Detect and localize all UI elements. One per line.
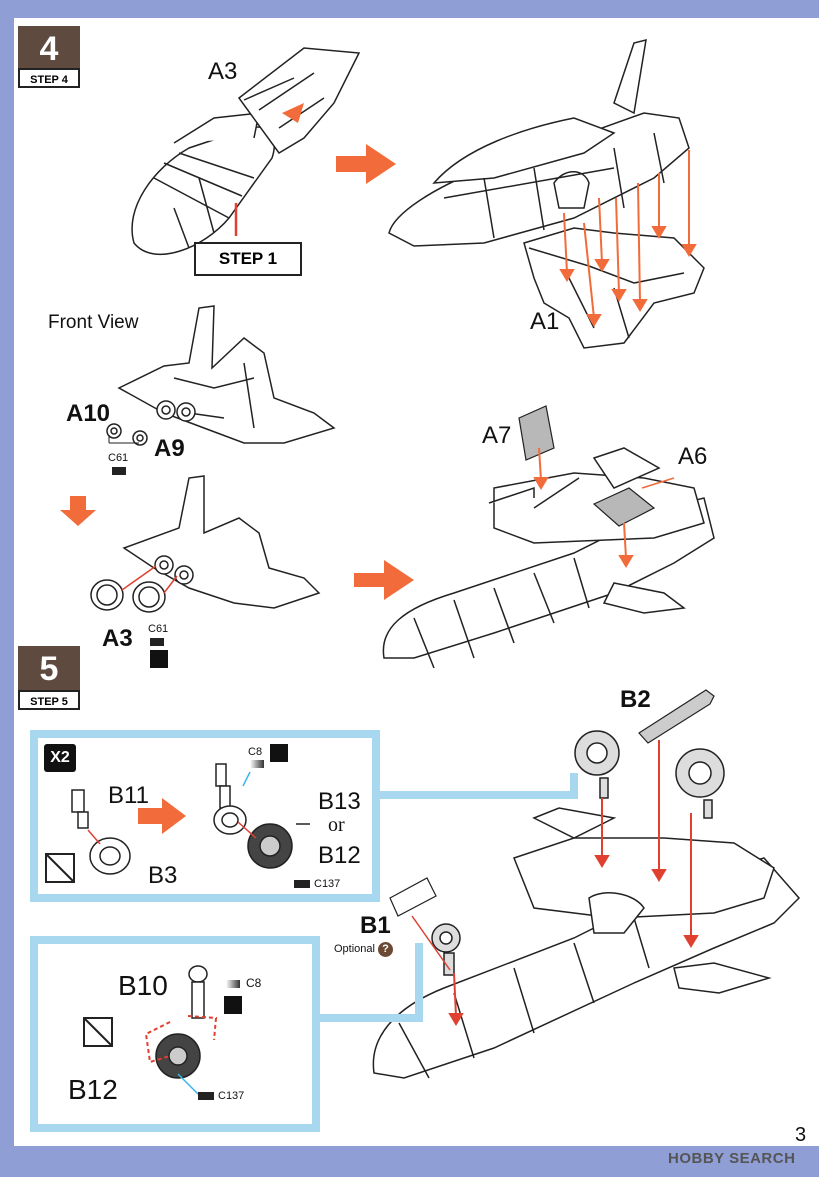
label-b2: B2 (620, 686, 651, 713)
front-view-label: Front View (48, 312, 139, 333)
part-b2 (638, 689, 715, 744)
a3-placement-arrow (282, 103, 304, 123)
optional-note: Optional? (334, 942, 393, 957)
paint-swatch-c61-top (112, 467, 126, 475)
step-1-reference: STEP 1 (194, 242, 302, 276)
paint-swatch-c8-top (250, 760, 264, 768)
engine-nozzle-drawing (90, 475, 321, 613)
label-c8-bottom: C8 (246, 976, 262, 990)
label-or: or (328, 814, 345, 836)
label-a6: A6 (678, 443, 708, 470)
step-4-tag: STEP 4 (18, 68, 80, 88)
nose-gear-subassembly-drawing (83, 965, 218, 1095)
quantity-x2: X2 (44, 744, 76, 772)
label-a1: A1 (530, 308, 560, 335)
callout-nose-gear: B10 C8 B12 C137 (30, 936, 320, 1132)
instruction-page: 4 STEP 4 (14, 18, 819, 1146)
paint-swatch-c137-bottom (198, 1092, 214, 1100)
paint-swatch-c8-bottom (226, 980, 240, 988)
label-c137-bottom: C137 (218, 1090, 245, 1102)
label-a10: A10 (66, 400, 111, 427)
step5-wheels-drawing (431, 730, 725, 976)
paint-brush-icon-c8 (270, 744, 288, 762)
label-a3-bottom: A3 (102, 625, 133, 652)
step-4-number: 4 (18, 26, 80, 72)
label-c61-top: C61 (108, 452, 129, 464)
label-b3: B3 (148, 862, 178, 889)
label-a7: A7 (482, 422, 512, 449)
label-c8-top: C8 (248, 746, 263, 758)
part-b1 (389, 877, 437, 917)
label-b12-top: B12 (318, 842, 361, 869)
assembly-arrow-1 (336, 144, 396, 184)
down-arrow (60, 496, 96, 526)
a1-placement-arrows (559, 150, 697, 327)
part-a6 (592, 487, 656, 527)
assembly-drawings (60, 38, 801, 1079)
paint-swatch-c137-top (294, 880, 310, 888)
step4-aircraft-top-drawing (388, 38, 705, 349)
label-c137-top: C137 (314, 878, 341, 890)
help-icon: ? (377, 942, 393, 957)
paint-swatch-c61-bottom (150, 638, 164, 646)
step5-aircraft-drawing (372, 807, 801, 1079)
label-a9: A9 (154, 435, 185, 462)
front-view-drawing (106, 305, 336, 446)
label-c61-bottom: C61 (148, 623, 169, 635)
paint-brush-icon (150, 650, 168, 668)
label-b12-bottom: B12 (68, 1074, 118, 1105)
watermark: HOBBY SEARCH (668, 1150, 796, 1167)
label-b13: B13 (318, 788, 361, 815)
step-5-number: 5 (18, 646, 80, 692)
paint-brush-icon-c8-bottom (224, 996, 242, 1014)
label-b11: B11 (108, 782, 149, 809)
label-b1: B1 (360, 912, 391, 939)
step4-fuselage-front-drawing (131, 47, 361, 256)
step-5-tag: STEP 5 (18, 690, 80, 710)
part-a7 (518, 405, 555, 461)
page-number: 3 (795, 1124, 807, 1146)
label-b10: B10 (118, 970, 168, 1001)
main-gear-subassembly-drawing (45, 763, 310, 883)
assembly-arrow-2 (354, 560, 414, 600)
optional-text: Optional (334, 943, 375, 955)
callout-main-gear: X2 B11 B3 C8 B13 or B12 C137 (30, 730, 380, 902)
label-a3-top: A3 (208, 58, 238, 85)
